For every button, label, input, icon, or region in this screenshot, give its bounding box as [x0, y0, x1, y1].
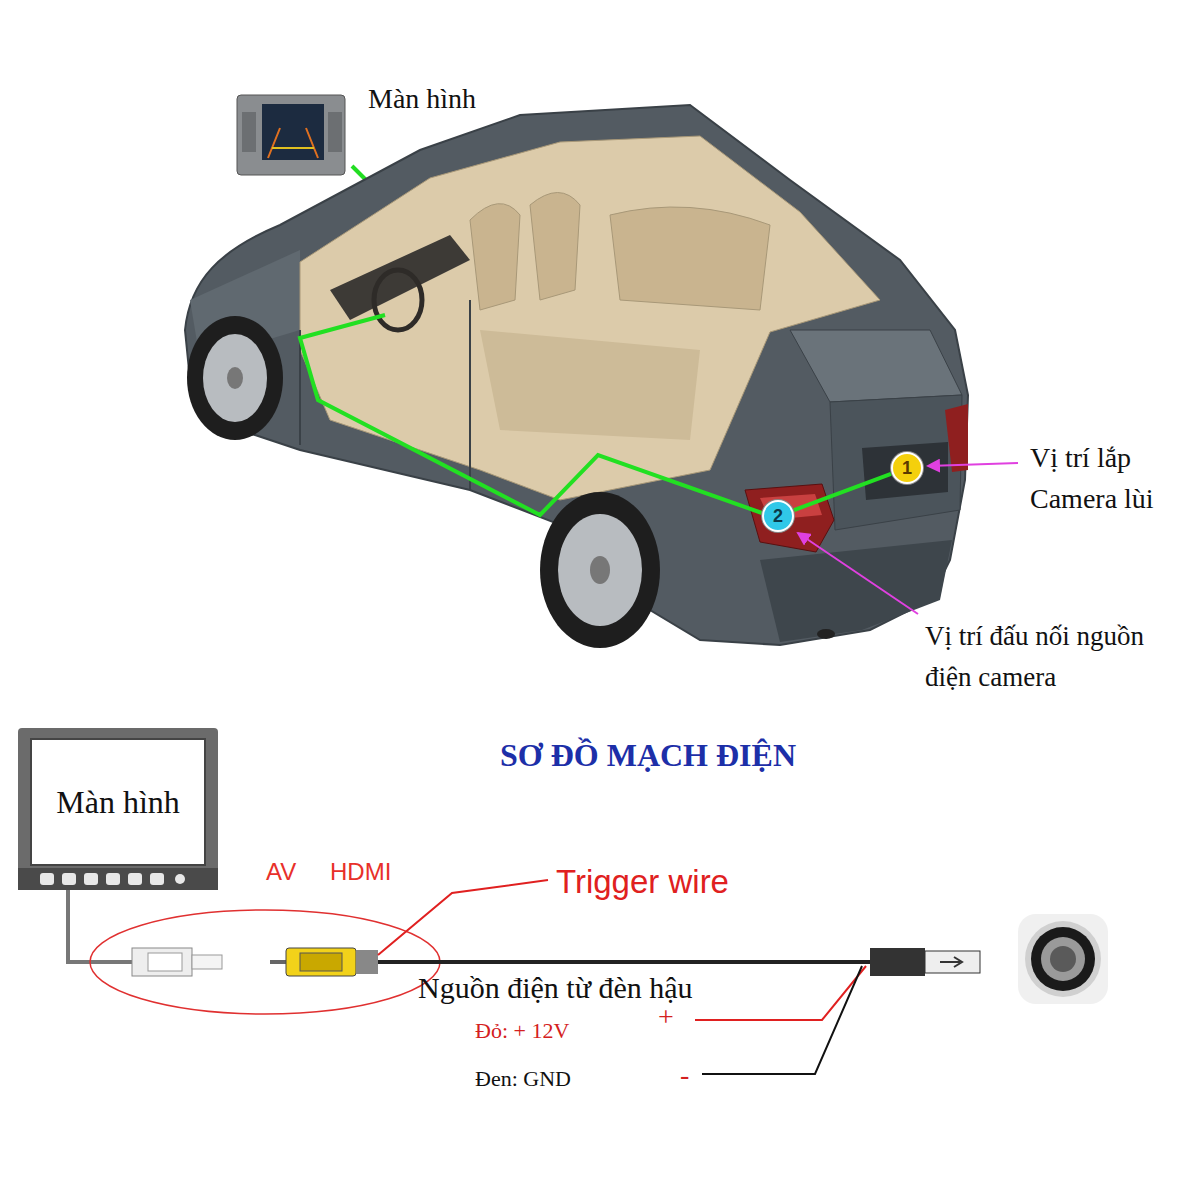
button: [106, 873, 120, 885]
connector: [132, 948, 192, 976]
monitor-buttons: [242, 112, 256, 152]
monitor-buttons: [40, 873, 185, 885]
steering-wheel: [374, 270, 422, 330]
seat: [470, 204, 520, 310]
polarity-sign: -: [680, 1058, 689, 1092]
wire-route: [300, 315, 762, 515]
wire-label: Nguồn điện từ đèn hậu: [418, 970, 693, 1006]
button: [62, 873, 76, 885]
wheel: [540, 492, 660, 648]
monitor-frame: [237, 95, 345, 175]
car-body: [185, 105, 968, 645]
rca-plug: [286, 948, 356, 976]
pin-name: Đen: GND: [475, 1066, 571, 1092]
monitor-box: Màn hình: [30, 738, 206, 866]
camera-body: [1025, 921, 1101, 997]
wheel-hub: [590, 556, 610, 584]
connector: [148, 953, 182, 971]
rear-seat: [610, 207, 770, 310]
plug: [925, 951, 980, 973]
rca-plug: [356, 950, 378, 974]
tail-light: [945, 404, 968, 472]
button: [128, 873, 142, 885]
monitor-screen: [262, 104, 324, 160]
wheel-hub: [227, 367, 243, 389]
callout-circle: 1: [891, 452, 923, 484]
floor: [480, 330, 700, 440]
diagram-title: SƠ ĐỒ MẠCH ĐIỆN: [500, 736, 796, 774]
button: [175, 874, 185, 884]
wire-route: [794, 474, 891, 510]
pointer-arrow: [798, 533, 918, 614]
bumper: [760, 540, 952, 642]
part-label: Màn hình: [368, 82, 476, 116]
power-wire: [695, 966, 866, 1020]
camera-lens: [1050, 946, 1076, 972]
guide-line: [272, 147, 314, 149]
video-cable: [68, 890, 132, 962]
tail-light: [745, 484, 834, 552]
license-plate: [862, 442, 948, 500]
part-label: Vị trí lắp Camera lùi: [1030, 438, 1190, 519]
pin-name: Đỏ: + 12V: [475, 1018, 569, 1044]
trunk-lid: [790, 330, 962, 402]
pointer-arrow: [928, 463, 1018, 466]
door-line: [300, 300, 470, 490]
button: [40, 873, 54, 885]
monitor-buttons: [328, 112, 342, 152]
ground-wire: [702, 966, 862, 1074]
camera-cable: [378, 960, 870, 964]
monitor-bar: [18, 868, 218, 890]
plug: [870, 948, 925, 976]
box-label: Màn hình: [56, 784, 180, 821]
part-label: Vị trí đấu nối nguồn điện camera: [925, 616, 1191, 697]
callout-circle: 2: [762, 500, 794, 532]
connector: [192, 955, 222, 969]
leader-line: [378, 880, 548, 955]
car-interior: [300, 136, 880, 500]
dashboard: [330, 235, 470, 320]
camera-lens: [1041, 937, 1085, 981]
rear-face: [830, 395, 962, 530]
camera-body: [1018, 914, 1108, 1004]
exhaust: [817, 629, 835, 639]
wire-label: Trigger wire: [556, 862, 729, 902]
seat: [530, 193, 580, 301]
wheel-rim: [203, 334, 267, 422]
button: [150, 873, 164, 885]
rca-pin: [270, 960, 286, 964]
signal-name: HDMI: [330, 858, 391, 887]
callout-number: 1: [902, 458, 912, 479]
monitor-frame: [18, 728, 218, 890]
guide-line: [268, 128, 318, 158]
callout-number: 2: [773, 506, 783, 527]
button: [84, 873, 98, 885]
wheel: [187, 316, 283, 440]
signal-name: AV: [266, 858, 296, 887]
rca-plug: [300, 953, 342, 971]
wheel-rim: [558, 514, 642, 626]
polarity-sign: +: [658, 1000, 674, 1034]
plug-mark: [940, 957, 962, 967]
camera-lens: [1031, 927, 1095, 991]
